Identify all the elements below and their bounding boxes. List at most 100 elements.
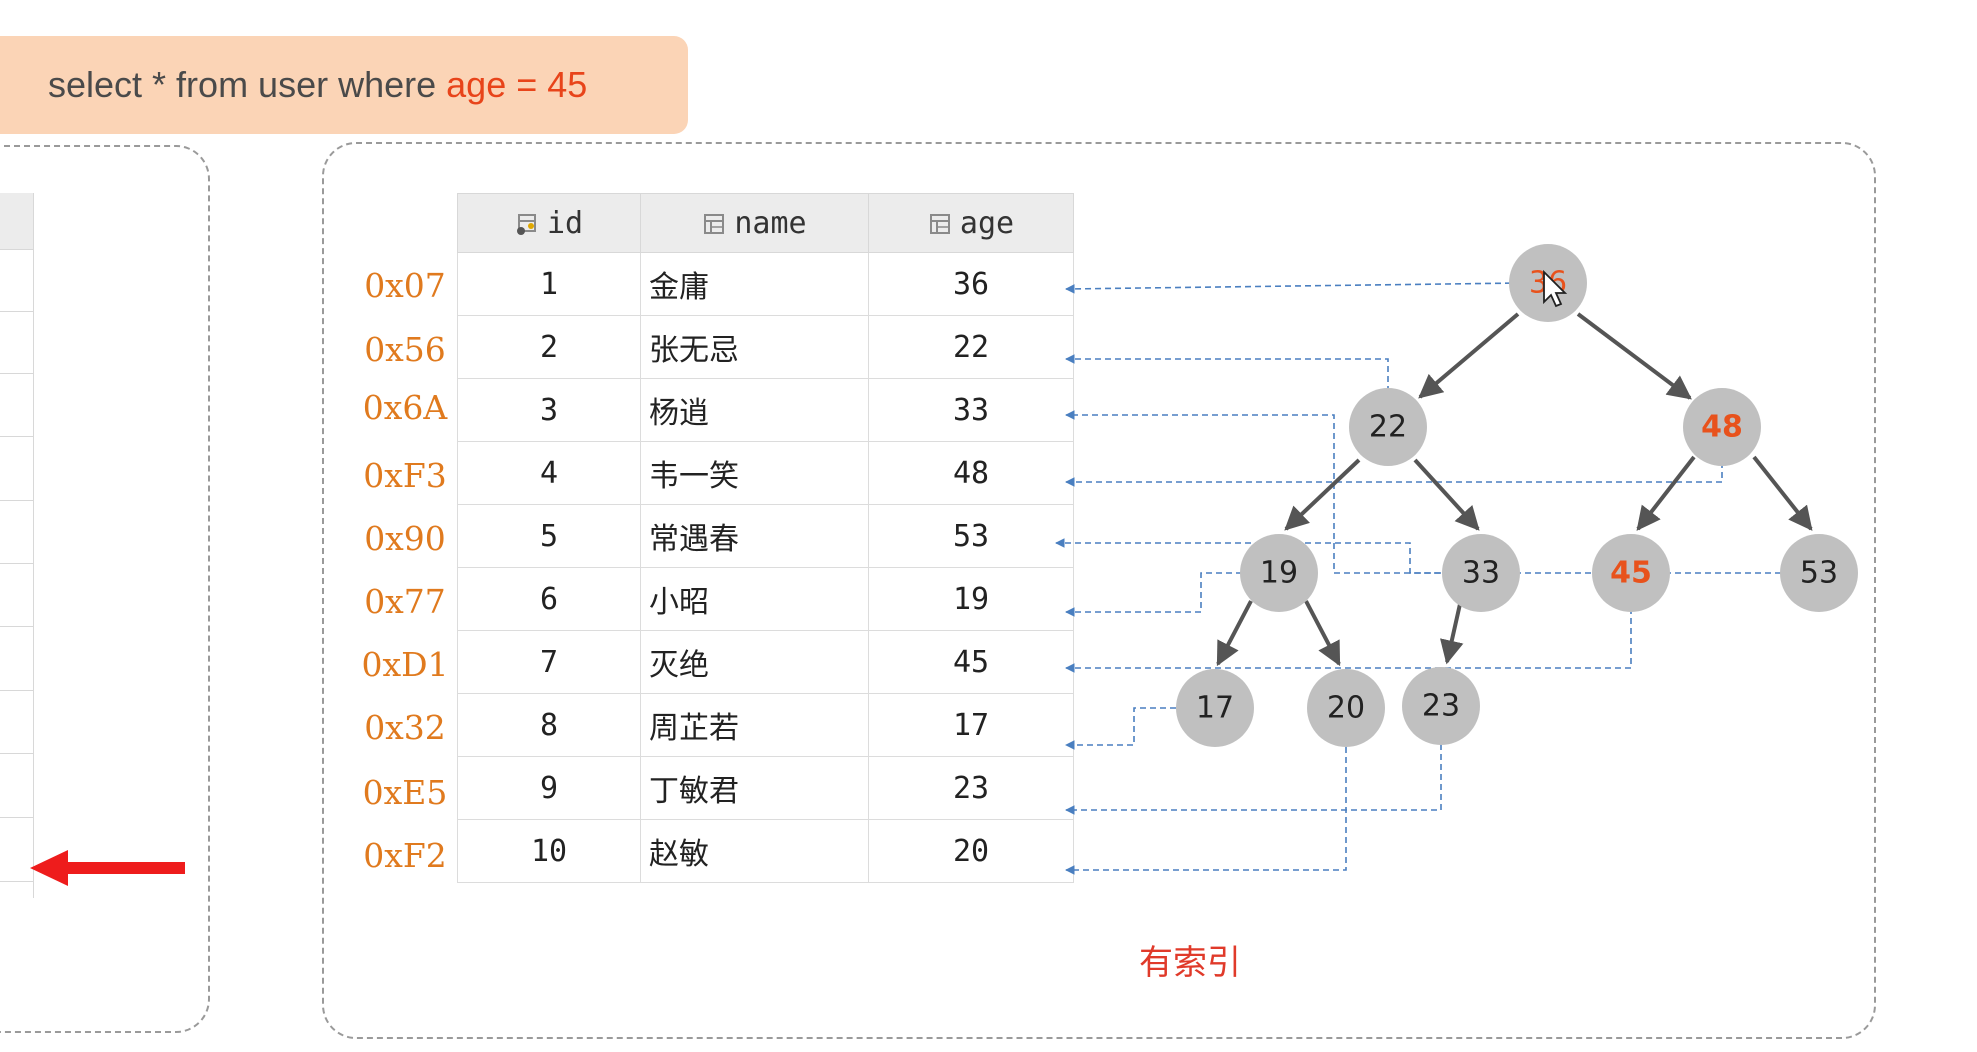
table-column-icon <box>929 214 950 234</box>
edge-22-19 <box>1284 458 1361 531</box>
tree-node-key: 45 <box>1610 556 1652 591</box>
edge-48-45 <box>1636 455 1696 531</box>
tree-node-53[interactable]: 53 <box>1780 534 1858 612</box>
row-address-label: 0x56 <box>364 330 446 369</box>
row-pointer-lines <box>1055 282 1781 875</box>
cell-id: 7 <box>457 630 641 694</box>
pointer-17 <box>1065 707 1176 750</box>
column-header-age-label: age <box>959 205 1015 241</box>
tree-node-key: 22 <box>1369 410 1407 445</box>
tree-node-19[interactable]: 19 <box>1240 534 1318 612</box>
tree-node-33[interactable]: 33 <box>1442 534 1520 612</box>
cell-age: 53 <box>868 504 1074 568</box>
cell-id: 9 <box>457 756 641 820</box>
cell-name: 韦一笑 <box>640 441 869 505</box>
tree-node-circle <box>1780 534 1858 612</box>
column-header-name-label: name <box>734 205 807 241</box>
tree-node-circle <box>1176 669 1254 747</box>
tree-node-circle <box>1402 667 1480 745</box>
edge-36-48 <box>1576 312 1692 400</box>
cell-name: 金庸 <box>640 252 869 316</box>
cell-age: 45 <box>868 630 1074 694</box>
mouse-cursor-icon <box>1543 269 1568 308</box>
tree-node-key: 20 <box>1327 691 1365 726</box>
cell-name: 常遇春 <box>640 504 869 568</box>
cell-id: 2 <box>457 315 641 379</box>
pointer-48 <box>1065 462 1723 487</box>
cell-age: 22 <box>868 315 1074 379</box>
cell-name: 赵敏 <box>640 819 869 883</box>
sql-query-condition: age = 45 <box>446 64 588 105</box>
cell-age: 48 <box>868 441 1074 505</box>
row-address-label: 0x90 <box>364 519 446 558</box>
column-header-age[interactable]: age <box>868 193 1074 253</box>
pointer-33 <box>1065 410 1480 574</box>
cell-name: 张无忌 <box>640 315 869 379</box>
cell-id: 6 <box>457 567 641 631</box>
edge-36-22 <box>1418 312 1520 399</box>
tree-node-key: 17 <box>1196 691 1234 726</box>
tree-node-circle <box>1683 388 1761 466</box>
full-scan-arrow-icon <box>30 850 185 886</box>
pointer-36 <box>1065 282 1522 294</box>
tree-node-circle <box>1240 534 1318 612</box>
row-address-label: 0x32 <box>364 708 446 747</box>
edge-19-20 <box>1304 600 1341 667</box>
edge-22-33 <box>1413 458 1480 531</box>
cell-age: 23 <box>868 756 1074 820</box>
cell-name: 小昭 <box>640 567 869 631</box>
primary-key-column-icon <box>516 214 536 235</box>
tree-node-circle <box>1592 534 1670 612</box>
left-table-stub <box>0 193 34 898</box>
tree-node-key: 23 <box>1422 689 1460 724</box>
cell-id: 3 <box>457 378 641 442</box>
row-address-label: 0x07 <box>364 266 446 305</box>
index-caption: 有索引 <box>1139 943 1241 983</box>
tree-node-48[interactable]: 48 <box>1683 388 1761 466</box>
cell-id: 10 <box>457 819 641 883</box>
tree-node-23[interactable]: 23 <box>1402 667 1480 745</box>
row-address-label: 0x77 <box>364 582 446 621</box>
pointer-45 <box>1065 608 1632 673</box>
row-address-label: 0xF3 <box>363 456 447 495</box>
cell-id: 1 <box>457 252 641 316</box>
tree-node-key: 19 <box>1260 556 1298 591</box>
table-column-icon <box>704 214 725 234</box>
tree-node-45[interactable]: 45 <box>1592 534 1670 612</box>
cell-age: 33 <box>868 378 1074 442</box>
tree-node-17[interactable]: 17 <box>1176 669 1254 747</box>
row-address-label: 0xF2 <box>363 836 447 875</box>
left-panel-no-index <box>0 145 210 1033</box>
column-header-name[interactable]: name <box>640 193 869 253</box>
tree-node-key: 33 <box>1462 556 1500 591</box>
tree-node-circle <box>1307 669 1385 747</box>
tree-node-circle <box>1349 388 1427 466</box>
tree-edges <box>1216 312 1813 667</box>
tree-node-circle <box>1442 534 1520 612</box>
right-panel-with-index <box>322 142 1876 1039</box>
cell-name: 灭绝 <box>640 630 869 694</box>
pointer-53 <box>1055 538 1781 574</box>
cell-age: 17 <box>868 693 1074 757</box>
edge-19-17 <box>1216 600 1253 667</box>
edge-33-23 <box>1440 603 1464 665</box>
row-address-label: 0xD1 <box>361 645 449 684</box>
tree-node-20[interactable]: 20 <box>1307 669 1385 747</box>
tree-node-key: 48 <box>1701 410 1743 445</box>
pointer-20 <box>1065 747 1347 875</box>
cell-age: 20 <box>868 819 1074 883</box>
pointer-23 <box>1065 744 1442 815</box>
tree-node-22[interactable]: 22 <box>1349 388 1427 466</box>
row-address-label: 0xE5 <box>362 773 448 812</box>
